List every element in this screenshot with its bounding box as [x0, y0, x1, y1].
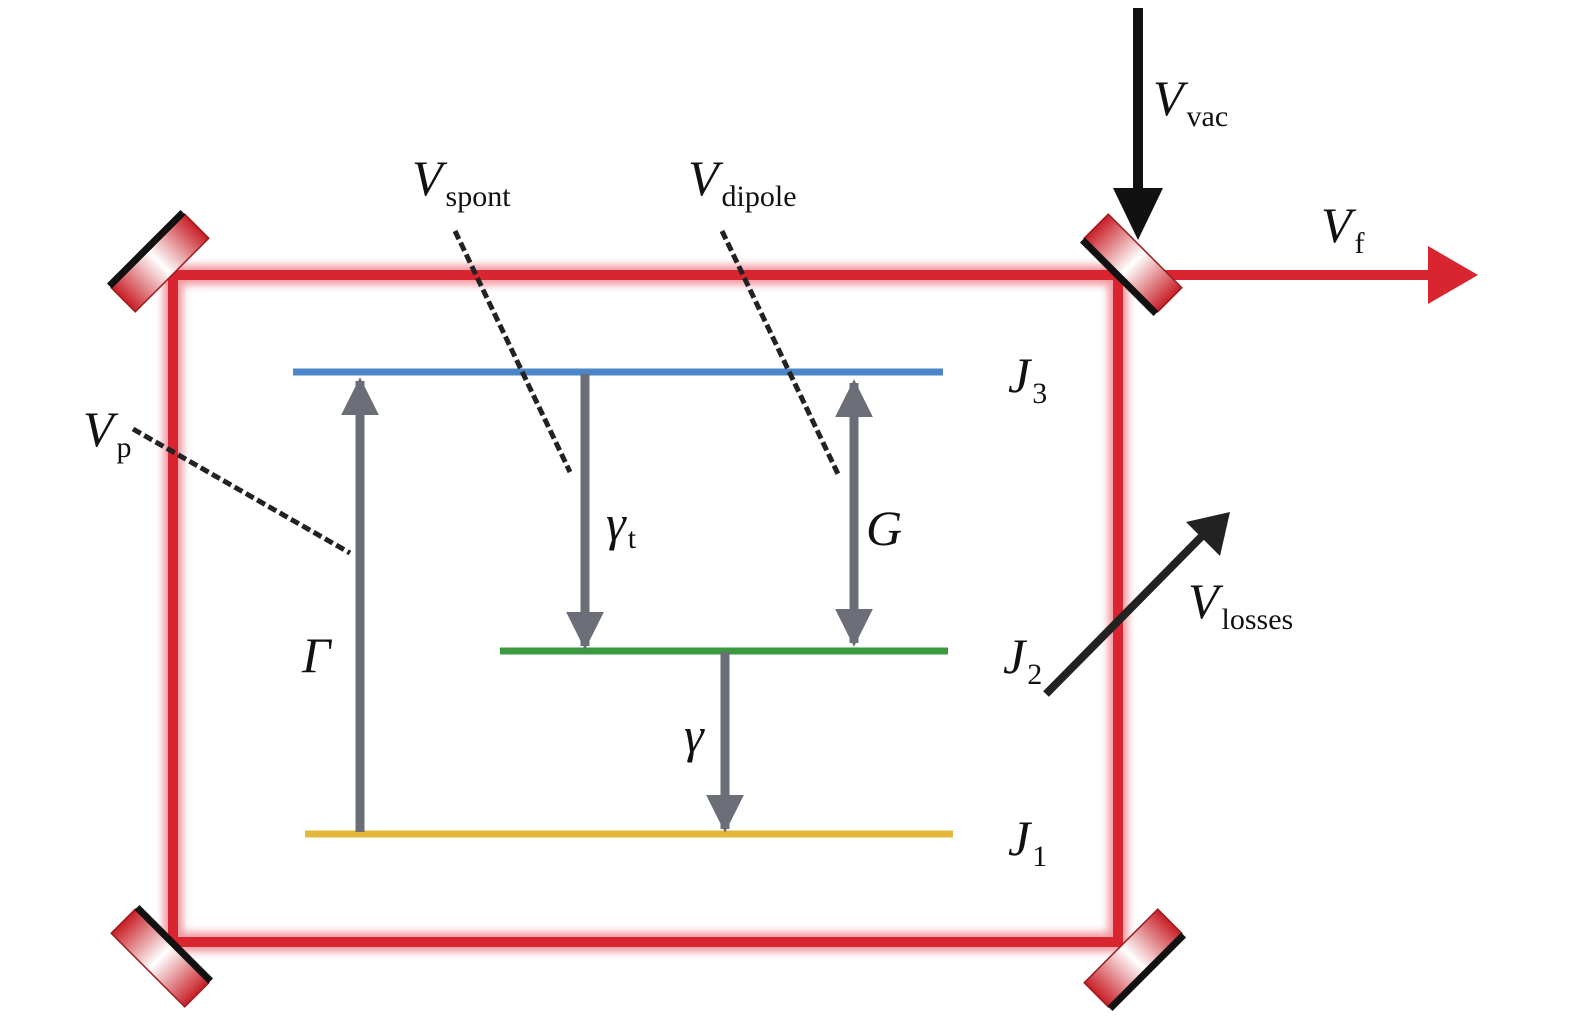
dipole-noise-pointer — [719, 229, 841, 476]
cavity-beam — [163, 265, 1128, 952]
pump-noise-pointer — [131, 426, 352, 556]
loss-arrow — [1043, 512, 1230, 697]
label-gamma: γ — [684, 707, 705, 763]
mirror-icon — [1079, 213, 1183, 317]
label-gamma-t: γt — [606, 495, 637, 555]
label-J1: J1 — [1008, 810, 1047, 873]
vacuum-input-arrow — [1113, 8, 1163, 240]
label-J2: J2 — [1003, 628, 1042, 691]
output-beam-arrow — [1130, 246, 1478, 304]
mirror-icon — [106, 209, 210, 313]
label-J3: J3 — [1008, 347, 1047, 410]
label-G: G — [866, 500, 902, 556]
mirror-icon — [1083, 908, 1187, 1012]
spont-noise-pointer — [452, 229, 573, 474]
mirror-icon — [110, 904, 214, 1008]
label-Gamma: Γ — [301, 627, 333, 683]
